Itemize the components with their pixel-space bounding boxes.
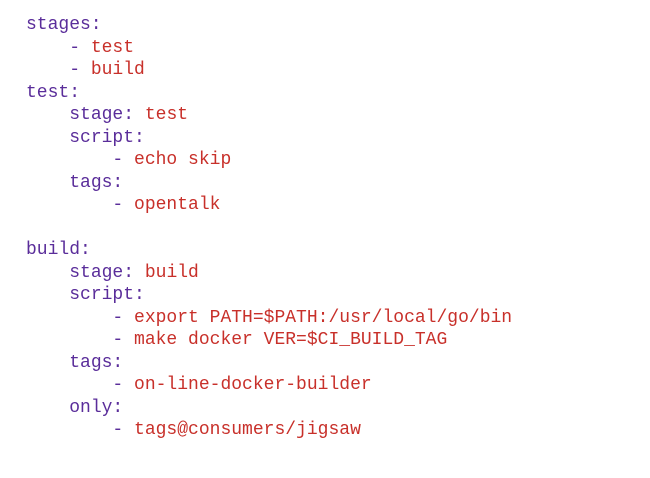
code-line: - echo skip (26, 149, 512, 172)
code-indent (26, 308, 112, 328)
code-indent (26, 263, 69, 283)
yaml-key: only: (69, 397, 124, 418)
yaml-value: build (144, 262, 199, 283)
code-line: - export PATH=$PATH:/usr/local/go/bin (26, 307, 512, 330)
code-line: - tags@consumers/jigsaw (26, 419, 512, 442)
yaml-value: test (144, 105, 189, 125)
code-indent (26, 375, 112, 395)
yaml-value: on-line-docker-builder (134, 375, 372, 395)
code-indent (26, 330, 112, 350)
code-line: tags: (26, 172, 512, 195)
code-line: build: (26, 239, 512, 262)
code-line: only: (26, 397, 512, 420)
code-indent (26, 420, 112, 440)
yaml-key: tags: (69, 352, 124, 373)
code-line: test: (26, 82, 512, 105)
code-indent (26, 60, 69, 80)
yaml-key: script: (69, 285, 145, 305)
yaml-key: - (112, 150, 135, 170)
yaml-key: - (112, 307, 135, 328)
code-line: stage: build (26, 262, 512, 285)
yaml-key: - (112, 195, 135, 215)
code-indent (26, 128, 69, 148)
code-line: - on-line-docker-builder (26, 374, 512, 397)
yaml-key: tags: (69, 172, 124, 193)
yaml-value: export PATH=$PATH:/usr/local/go/bin (134, 307, 513, 328)
yaml-key: - (112, 420, 135, 440)
code-indent (26, 105, 69, 125)
code-indent (26, 38, 69, 58)
code-line: script: (26, 284, 512, 307)
code-indent (26, 398, 69, 418)
yaml-value: echo skip (134, 150, 232, 170)
yaml-key: - (112, 375, 135, 395)
yaml-key: - (69, 60, 91, 80)
yaml-value: make docker VER=$CI_BUILD_TAG (134, 330, 448, 350)
code-line: stage: test (26, 104, 512, 127)
code-line: stages: (26, 14, 512, 37)
yaml-key: stages: (26, 15, 102, 35)
yaml-key: build: (26, 240, 91, 260)
yaml-value: build (90, 60, 145, 80)
code-line: - test (26, 37, 512, 60)
yaml-key: - (112, 330, 135, 350)
yaml-value: opentalk (134, 195, 221, 215)
code-line: - build (26, 59, 512, 82)
code-indent (26, 353, 69, 373)
yaml-value: test (90, 37, 135, 58)
yaml-key: script: (69, 127, 145, 148)
code-indent (26, 150, 112, 170)
code-line: script: (26, 127, 512, 150)
yaml-key: - (69, 37, 91, 58)
yaml-value: tags@consumers/jigsaw (134, 420, 361, 440)
code-line: - opentalk (26, 194, 512, 217)
code-indent (26, 285, 69, 305)
code-line: tags: (26, 352, 512, 375)
code-line: - make docker VER=$CI_BUILD_TAG (26, 329, 512, 352)
code-indent (26, 195, 112, 215)
code-indent (26, 173, 69, 193)
yaml-key: stage: (69, 262, 145, 283)
yaml-key: stage: (69, 105, 145, 125)
code-line (26, 217, 512, 240)
yaml-key: test: (26, 82, 81, 103)
